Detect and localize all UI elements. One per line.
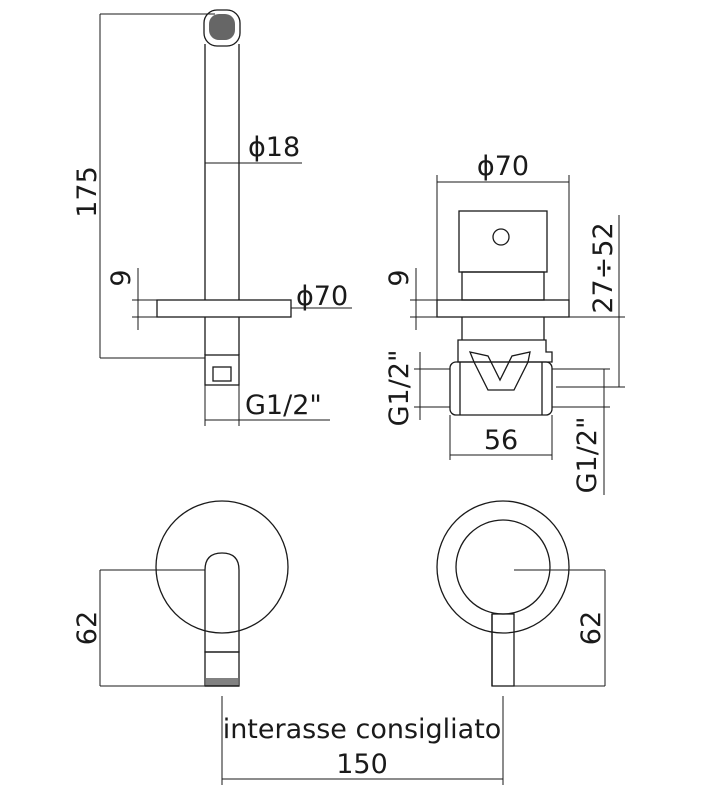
- recommended-label: interasse consigliato: [223, 714, 502, 745]
- mixer-flange: [436, 299, 570, 318]
- mixer-lever: [491, 613, 515, 687]
- handle-base: [461, 271, 545, 301]
- thread-nipple: [204, 354, 240, 386]
- spout-front-view: 62: [72, 500, 289, 687]
- spout-flange: [156, 299, 292, 318]
- valve-body: [449, 361, 553, 416]
- dim-18-label: ϕ18: [248, 132, 300, 163]
- dim-thread-left-label: G1/2": [384, 350, 415, 427]
- dim-56-label: 56: [484, 425, 518, 456]
- aerator-head: [203, 9, 241, 47]
- dim-thread-side-label: G1/2": [245, 390, 322, 421]
- dim-70-side-label: ϕ70: [296, 281, 348, 312]
- dim-62-right-label: 62: [576, 611, 607, 645]
- dim-175-label: 175: [72, 166, 103, 218]
- dim-thread-right-label: G1/2": [572, 417, 603, 494]
- mixer-front-view: 62: [436, 500, 607, 687]
- dim-9-side-label: 9: [106, 269, 137, 286]
- thread-detail: [212, 366, 232, 382]
- mixer-side-view: ϕ70 9 27÷52 G1/2" 5: [384, 151, 625, 495]
- center-distance-dimension: interasse consigliato 150: [221, 696, 504, 785]
- spout-front-mesh: [206, 678, 238, 686]
- mixer-rosette: [436, 500, 570, 634]
- dim-62-left-label: 62: [72, 611, 103, 645]
- spout-side-view: 175 ϕ18 9 ϕ70 G1/2": [72, 9, 352, 426]
- valve-core: [468, 351, 531, 391]
- mixer-cap: [455, 519, 551, 615]
- aerator-mesh: [209, 14, 235, 40]
- dim-150-label: 150: [336, 749, 388, 780]
- dim-9-front-label: 9: [384, 269, 415, 286]
- handle-pin: [492, 228, 510, 246]
- dim-adjust-label: 27÷52: [588, 222, 619, 313]
- spout-front-body: [204, 552, 240, 653]
- spout-rosette: [155, 500, 289, 634]
- lever-handle: [458, 210, 548, 273]
- dim-70-front-label: ϕ70: [477, 151, 529, 182]
